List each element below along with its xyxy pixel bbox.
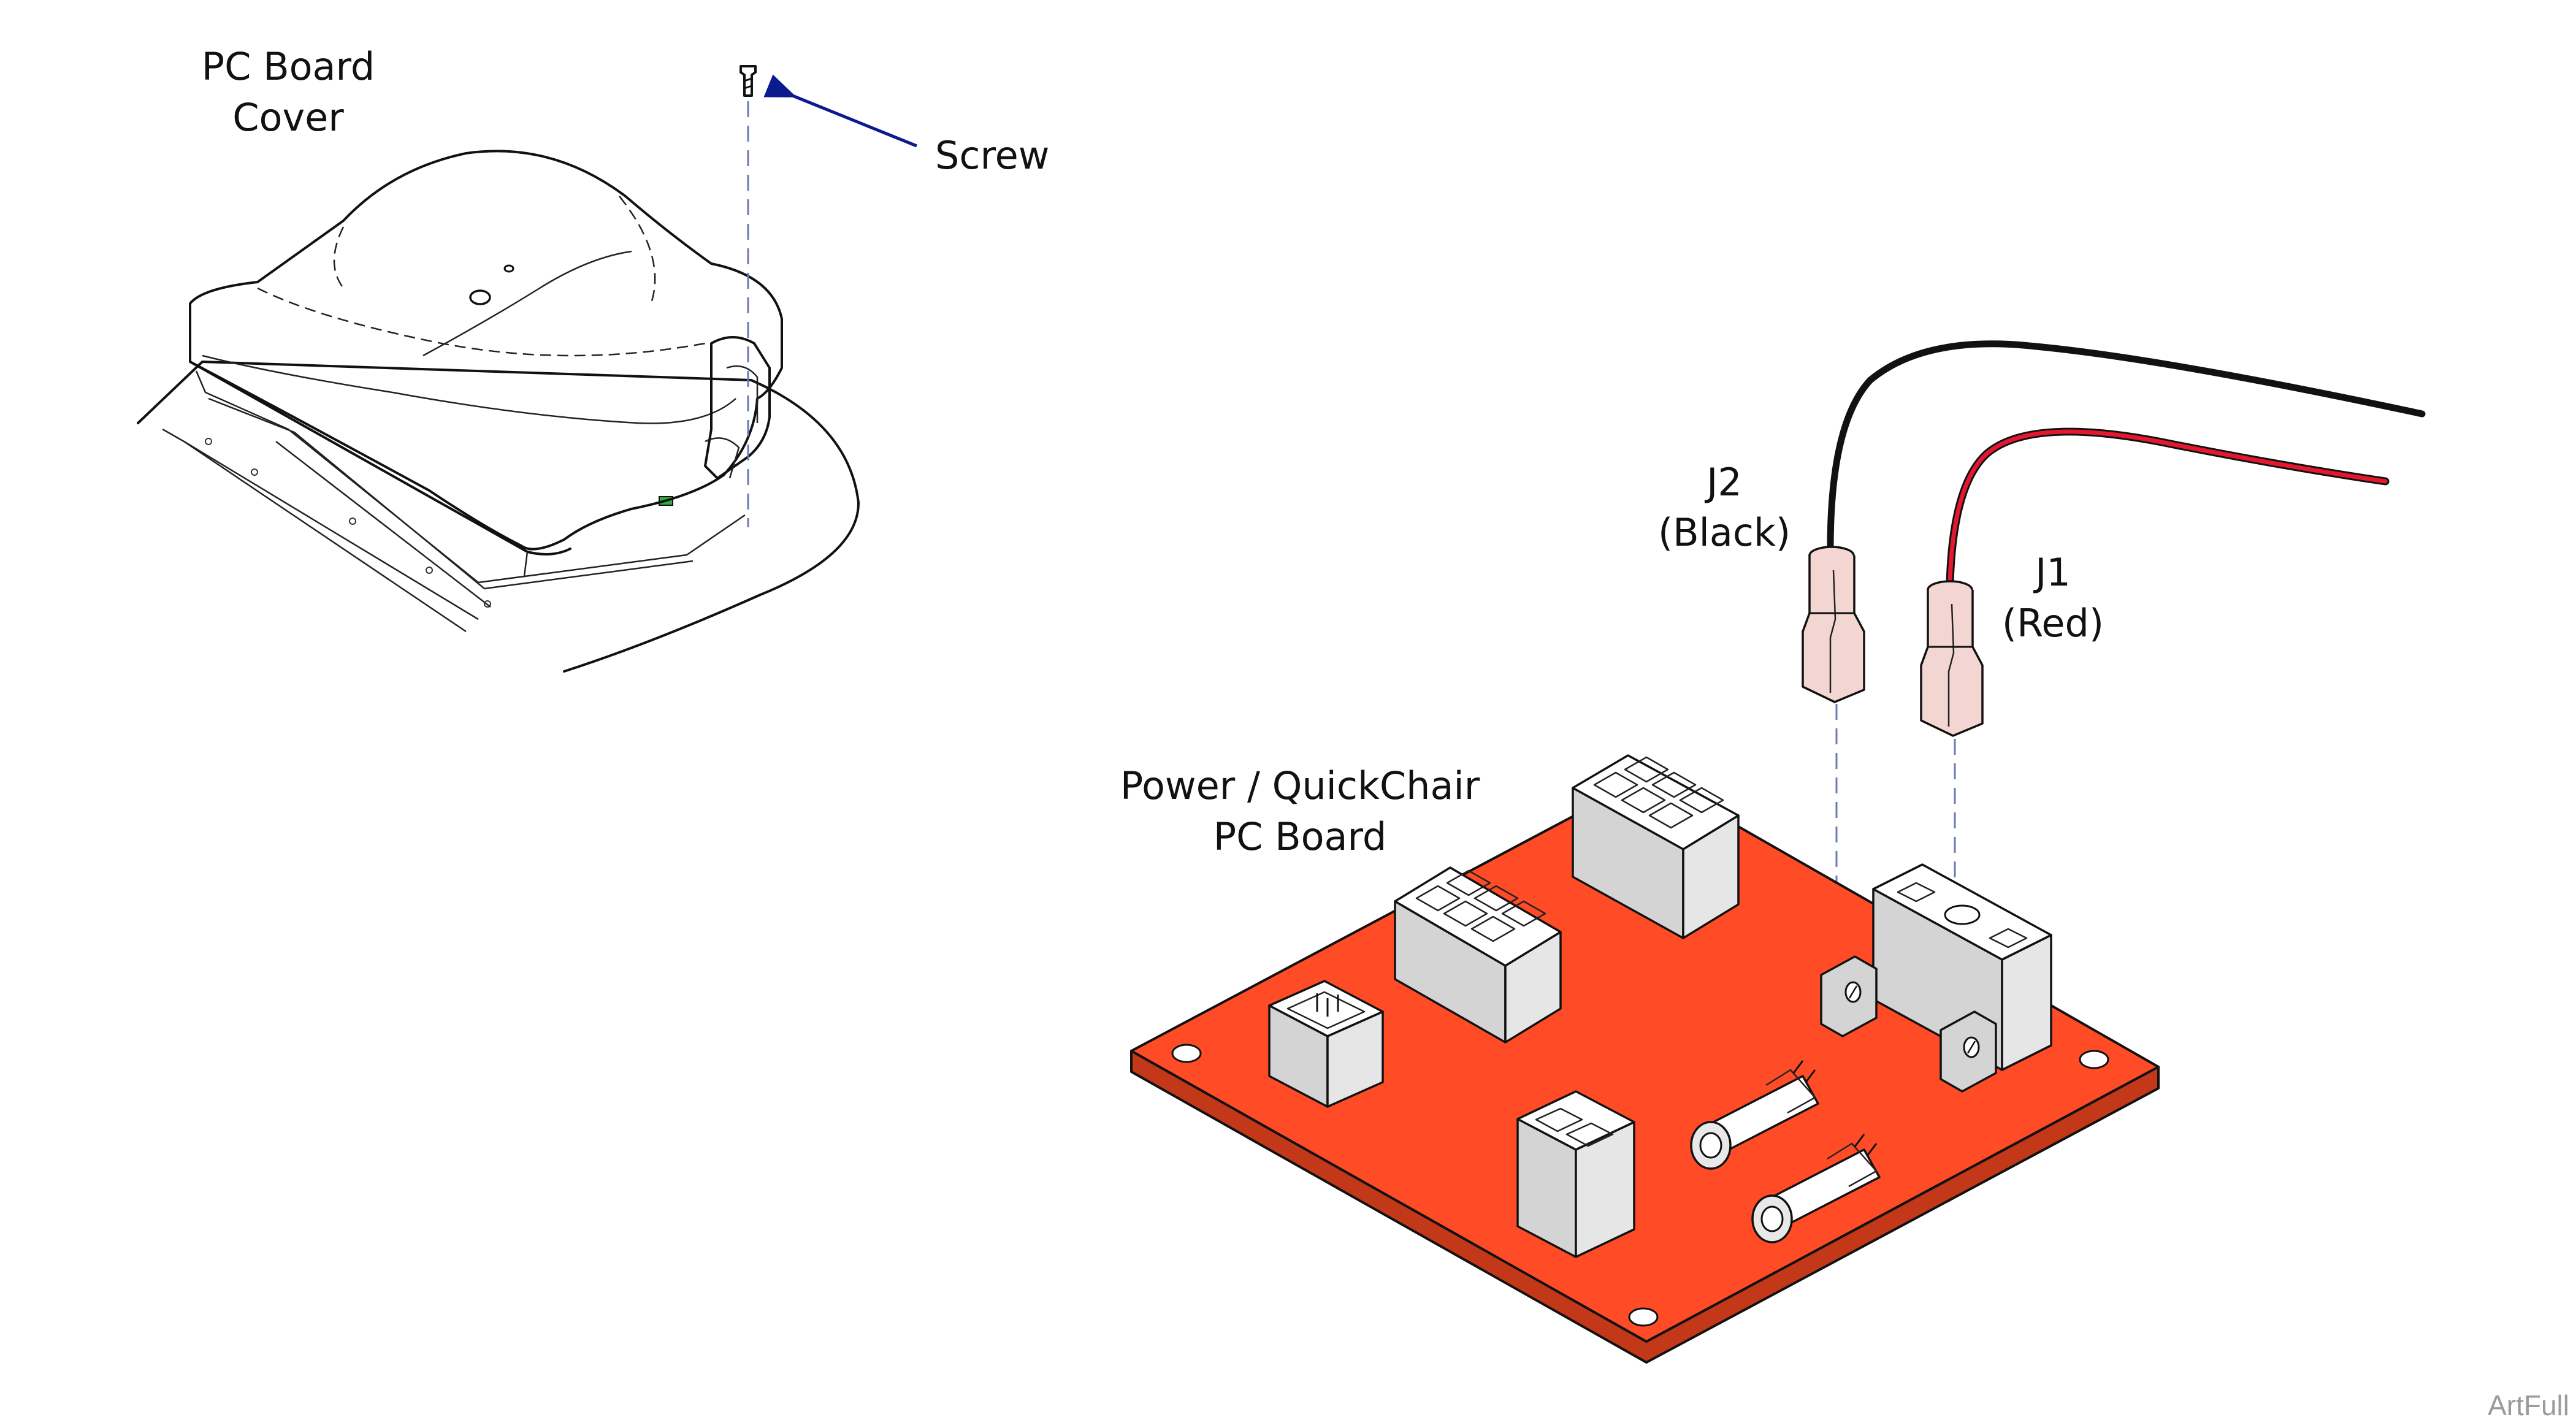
label-board-line2: PC Board: [1213, 814, 1387, 859]
connector-pin-header: [1268, 980, 1384, 1108]
screw-icon: [740, 65, 757, 97]
label-screw: Screw: [935, 133, 1049, 178]
wire-red: [1946, 427, 2390, 587]
label-j1-line2: (Red): [2002, 601, 2104, 646]
harness: [1802, 340, 2426, 737]
label-board-line1: Power / QuickChair: [1120, 763, 1480, 808]
tab-j2: [1820, 955, 1878, 1037]
connector-2pin: [1516, 1090, 1635, 1258]
tab-j1: [1940, 1010, 1997, 1093]
wire-black: [1827, 340, 2426, 552]
label-j2-line1: J2: [1704, 460, 1742, 505]
pc-board: [1130, 774, 2160, 1364]
fuse-lower: [1751, 1134, 1881, 1243]
label-j2-line2: (Black): [1658, 510, 1791, 555]
label-j1-line1: J1: [2033, 550, 2071, 595]
label-cover-line1: PC Board: [202, 44, 375, 89]
fuse-upper: [1690, 1060, 1819, 1170]
j1-terminal: [1920, 580, 1984, 737]
connector-8pin-rear: [1572, 754, 1740, 939]
j2-terminal: [1802, 546, 1865, 703]
screw-callout-arrow: [763, 74, 917, 148]
label-cover-line2: Cover: [232, 95, 344, 140]
connector-8pin-front: [1394, 866, 1562, 1044]
cover-assembly: [137, 150, 860, 673]
watermark: ArtFull: [2488, 1389, 2569, 1421]
